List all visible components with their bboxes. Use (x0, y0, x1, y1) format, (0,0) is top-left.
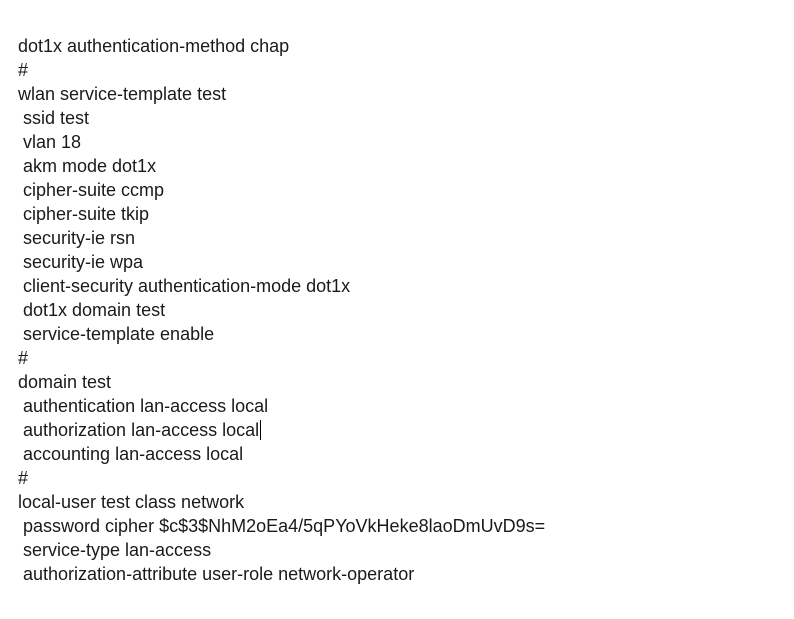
config-line: local-user test class network (18, 492, 245, 512)
config-line: ssid test (18, 108, 90, 128)
config-line: security-ie wpa (18, 252, 144, 272)
config-line: # (18, 468, 29, 488)
config-line: cipher-suite tkip (18, 204, 150, 224)
config-line: accounting lan-access local (18, 444, 244, 464)
config-line: akm mode dot1x (18, 156, 157, 176)
text-cursor (260, 420, 262, 440)
config-line: domain test (18, 372, 112, 392)
config-line: service-type lan-access (18, 540, 212, 560)
config-line: # (18, 60, 29, 80)
config-line: # (18, 348, 29, 368)
config-line: service-template enable (18, 324, 215, 344)
config-line: password cipher $c$3$NhM2oEa4/5qPYoVkHek… (18, 516, 546, 536)
config-line: authorization-attribute user-role networ… (18, 564, 415, 584)
config-line: dot1x authentication-method chap (18, 36, 290, 56)
config-line: dot1x domain test (18, 300, 166, 320)
config-line-with-cursor: authorization lan-access local (18, 418, 794, 442)
config-line: security-ie rsn (18, 228, 136, 248)
config-line: vlan 18 (18, 132, 82, 152)
config-line: wlan service-template test (18, 84, 227, 104)
config-line-text: authorization lan-access local (18, 420, 260, 440)
config-line: authentication lan-access local (18, 396, 269, 416)
config-line: cipher-suite ccmp (18, 180, 165, 200)
config-line: client-security authentication-mode dot1… (18, 276, 351, 296)
